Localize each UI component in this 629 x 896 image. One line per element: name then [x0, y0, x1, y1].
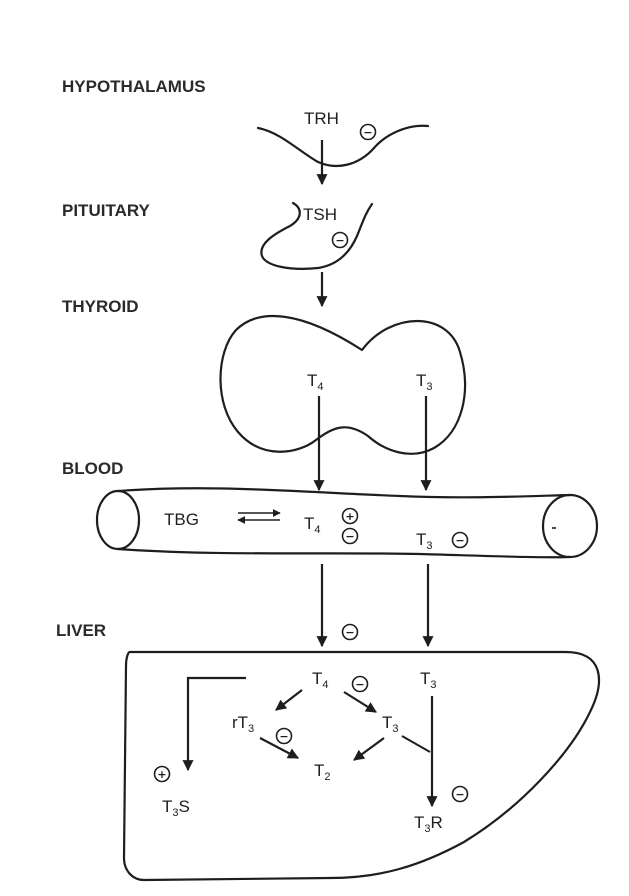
vessel-top-wall	[118, 488, 570, 497]
t3s-plus-sign: +	[155, 767, 170, 782]
liver-t3-label: T3	[420, 669, 437, 691]
tbg-label: TBG	[164, 510, 199, 529]
blood-t4-minus-sign: −	[343, 529, 358, 544]
t4-to-rt3-arrow	[276, 690, 302, 710]
pituitary-label: PITUITARY	[62, 201, 150, 220]
liver-t3-product-label: T3	[382, 713, 399, 735]
thyroid-gland: T4 T3	[221, 316, 465, 454]
rt3-minus-sign: −	[277, 729, 292, 744]
trh-label: TRH	[304, 109, 339, 128]
blood-t3-label: T3	[416, 530, 433, 552]
t3s-label: T3S	[162, 797, 190, 819]
vessel-left-end	[97, 491, 139, 549]
thyroid-t4-label: T4	[307, 371, 324, 393]
svg-text:+: +	[157, 768, 166, 781]
vessel-right-end	[543, 495, 597, 557]
blood-t3-minus-sign: −	[453, 533, 468, 548]
blood-vessel: TBG T4 + − T3 −	[97, 488, 597, 557]
liver-t4-minus-sign: −	[353, 677, 368, 692]
liver: + T3S T4 − T3 rT3 − T3 T2 − T3R	[124, 652, 599, 880]
hypothalamus-structure: TRH −	[258, 109, 428, 166]
blood-t4-label: T4	[304, 514, 321, 536]
liver-t4-label: T4	[312, 669, 329, 691]
vessel-bottom-wall	[118, 549, 570, 557]
hypothalamus-label: HYPOTHALAMUS	[62, 77, 206, 96]
thyroid-t3-label: T3	[416, 371, 433, 393]
rt3-label: rT3	[232, 713, 254, 735]
svg-text:−: −	[345, 530, 354, 543]
blood-t4-plus-sign: +	[343, 509, 358, 524]
t4-to-t3-arrow	[344, 692, 376, 712]
liver-entry-minus-sign: −	[343, 625, 358, 640]
svg-text:−: −	[355, 678, 364, 691]
svg-text:−: −	[363, 126, 372, 139]
svg-text:−: −	[335, 234, 344, 247]
thyroid-label: THYROID	[62, 297, 139, 316]
trh-minus-sign: −	[361, 125, 376, 140]
t3-inhibition-line	[402, 736, 430, 752]
hypothalamus-outline	[258, 126, 428, 166]
svg-text:+: +	[345, 510, 354, 523]
svg-text:−: −	[279, 730, 288, 743]
tsh-label: TSH	[303, 205, 337, 224]
tsh-minus-sign: −	[333, 233, 348, 248]
svg-text:−: −	[455, 788, 464, 801]
t3-to-t2-arrow	[354, 738, 384, 760]
blood-label: BLOOD	[62, 459, 123, 478]
svg-text:−: −	[455, 534, 464, 547]
pituitary-structure: TSH −	[261, 203, 372, 269]
liver-label: LIVER	[56, 621, 106, 640]
t3r-label: T3R	[414, 813, 443, 835]
svg-text:−: −	[345, 626, 354, 639]
t3r-minus-sign: −	[453, 787, 468, 802]
t2-label: T2	[314, 761, 331, 783]
tbg-equilibrium-arrows	[238, 513, 280, 520]
